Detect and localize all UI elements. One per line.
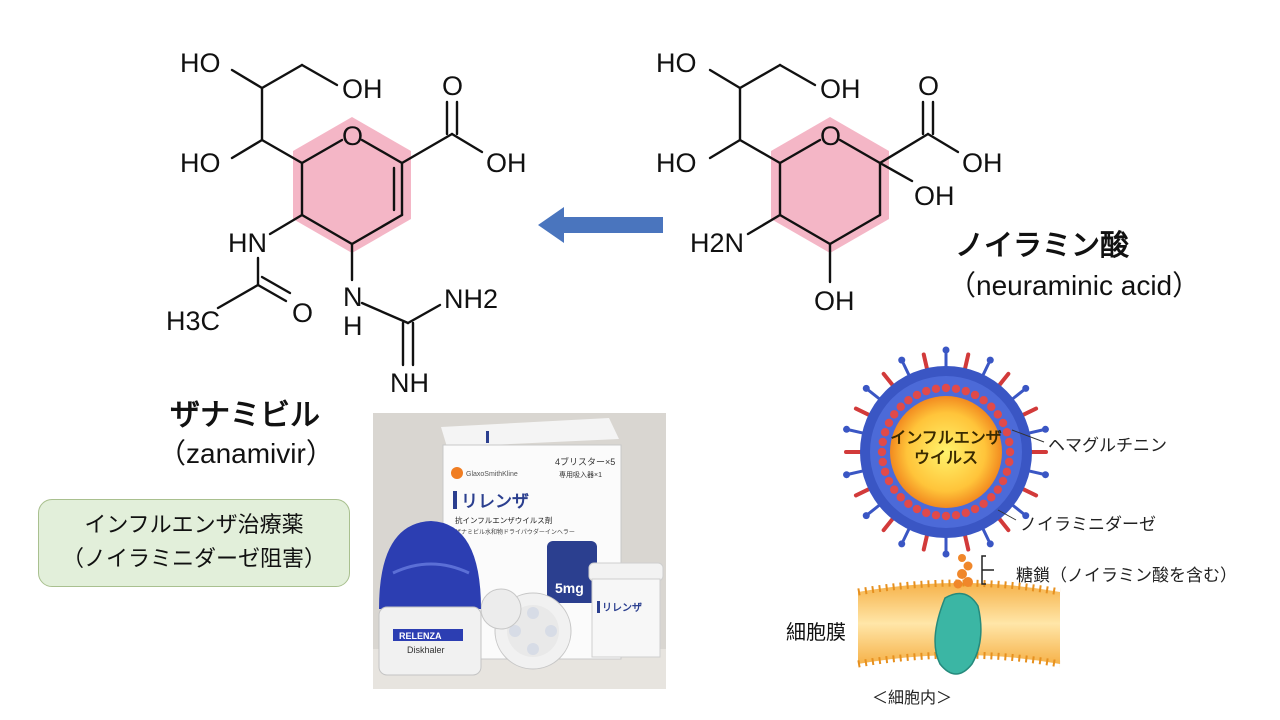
- intracellular-label: ＜細胞内＞: [872, 688, 953, 707]
- virus-label-line-2: ウイルス: [913, 448, 978, 467]
- virus-label-line-1: インフルエンザ: [890, 428, 1002, 447]
- box-inhaler: 専用吸入器×1: [559, 470, 602, 479]
- sugar-chain-label: 糖鎖（ノイラミン酸を含む）: [1016, 566, 1237, 586]
- box-count: 4ブリスター×5: [555, 456, 615, 467]
- neuraminic-acid-name-en: neuraminic acid: [948, 264, 1200, 304]
- neu-atom-amine: H2N: [690, 228, 744, 258]
- inhaler-brand: RELENZA: [399, 631, 442, 641]
- neu-atom-ring-o: O: [820, 121, 841, 151]
- treatment-line-1: インフルエンザ治療薬: [84, 513, 304, 538]
- treatment-line-2: ノイラミニダーゼ阻害: [39, 543, 349, 577]
- box-subtitle: 抗インフルエンザウイルス剤: [455, 515, 552, 525]
- zana-atom-ho-mid: HO: [180, 148, 221, 178]
- virus-label: インフルエンザ ウイルス: [890, 428, 1002, 468]
- zanamivir-name-jp: ザナミビル: [170, 398, 320, 433]
- hemagglutinin-label: ヘマグルチニン: [1048, 436, 1167, 456]
- influenza-virus-icon: [843, 346, 1049, 558]
- cell-membrane-icon: [857, 579, 1061, 675]
- neu-atom-c4-oh: OH: [814, 286, 855, 316]
- zana-atom-nh: NH: [390, 368, 429, 398]
- zana-atom-ho-top: HO: [180, 48, 221, 78]
- zana-atom-cooh-oh: OH: [486, 148, 527, 178]
- zanamivir-name-en: zanamivir: [158, 432, 334, 472]
- zanamivir-structure: HO OH HO O O OH HN O H3C N H NH2 NH: [166, 48, 527, 398]
- zana-atom-methyl: H3C: [166, 306, 220, 336]
- neuraminic-acid-structure: HO OH HO O O OH OH H2N OH: [656, 48, 1003, 316]
- left-arrow-icon: [538, 207, 663, 243]
- box-desc: ザナミビル水和物ドライパウダーインヘラー: [455, 528, 575, 536]
- product-photo: GlaxoSmithKline 4ブリスター×5 専用吸入器×1 リレンザ 抗イ…: [373, 413, 666, 689]
- inhaler-name: Diskhaler: [407, 645, 445, 655]
- zana-atom-amide-o: O: [292, 298, 313, 328]
- zana-atom-carbonyl-o: O: [442, 71, 463, 101]
- zana-atom-guan-h: H: [343, 311, 363, 341]
- box-dose: 5mg: [555, 580, 584, 596]
- neu-atom-c2-oh: OH: [914, 181, 955, 211]
- neuraminidase-label: ノイラミニダーゼ: [1020, 515, 1156, 535]
- neuraminic-acid-name-jp: ノイラミン酸: [955, 228, 1130, 262]
- virus-cell-diagram: [843, 346, 1061, 675]
- zana-atom-guan-n: N: [343, 282, 363, 312]
- zana-atom-oh-top: OH: [342, 74, 383, 104]
- jar-title: リレンザ: [602, 602, 642, 614]
- zana-atom-hn: HN: [228, 228, 267, 258]
- box-title: リレンザ: [461, 492, 529, 511]
- box-brand: GlaxoSmithKline: [466, 471, 518, 478]
- neu-atom-carbonyl-o: O: [918, 71, 939, 101]
- treatment-label-box: インフルエンザ治療薬 ノイラミニダーゼ阻害: [38, 499, 350, 587]
- zana-atom-nh2: NH2: [444, 284, 498, 314]
- neu-atom-ho-mid: HO: [656, 148, 697, 178]
- neu-atom-ho-top: HO: [656, 48, 697, 78]
- cell-membrane-label: 細胞膜: [786, 620, 846, 644]
- neu-atom-oh-top: OH: [820, 74, 861, 104]
- zana-atom-ring-o: O: [342, 121, 363, 151]
- neu-atom-cooh-oh: OH: [962, 148, 1003, 178]
